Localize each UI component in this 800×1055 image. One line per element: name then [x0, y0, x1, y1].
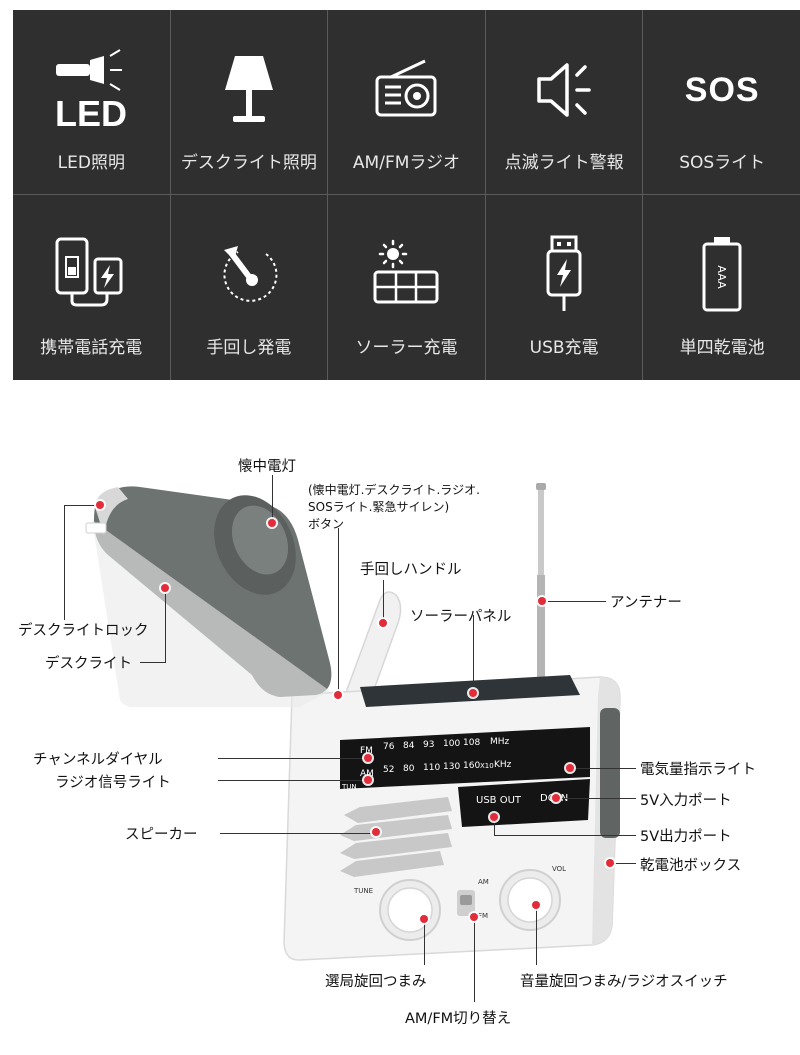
feature-led: LED LED照明 — [13, 10, 171, 195]
volume-knob-marker — [532, 901, 540, 909]
feature-label: 単四乾電池 — [679, 338, 765, 358]
dial-am-multiplier: X10 — [480, 762, 494, 770]
feature-label: 手回し発電 — [206, 338, 292, 358]
callout-button: (懐中電灯.デスクライト.ラジオ. SOSライト.緊急サイレン) ボタン — [308, 483, 480, 531]
dial-fm-tick: 108 — [463, 738, 481, 748]
feature-panel: LED LED照明 デスクライト照明 — [13, 10, 800, 380]
radio-body — [283, 675, 621, 961]
dial-fm-unit: MHz — [490, 737, 510, 747]
dc-input-marker — [552, 794, 560, 802]
radio-product-illustration — [85, 483, 621, 961]
callout-channel-dial: チャンネルダイヤル — [33, 752, 163, 768]
switch-fm-label: FM — [478, 912, 489, 920]
dial-am-tick: 160 — [463, 761, 481, 771]
dial-am-tick: 130 — [443, 762, 461, 772]
product-diagram: FM AM 76 84 93 100 108 MHz 52 80 110 130… — [0, 395, 800, 1055]
solar-marker — [469, 689, 477, 697]
band-switch-marker — [470, 913, 478, 921]
aaa-label: AAA — [715, 265, 728, 289]
hand-crank — [343, 591, 402, 696]
dial-fm-tick: 84 — [403, 741, 415, 751]
battery-aaa-icon: AAA — [702, 237, 742, 312]
antenna — [536, 483, 546, 680]
feature-sos: SOS SOSライト — [643, 10, 800, 195]
feature-label: USB充電 — [529, 338, 599, 358]
vol-label: VOL — [552, 865, 567, 873]
feature-desk-lamp: デスクライト照明 — [170, 10, 329, 195]
callout-flashlight: 懐中電灯 — [238, 459, 296, 475]
callout-battery-box: 乾電池ボックス — [640, 858, 742, 874]
feature-battery: AAA 単四乾電池 — [643, 195, 800, 380]
tuning-knob-marker — [420, 915, 428, 923]
feature-usb: USB充電 — [486, 195, 644, 380]
feature-label: LED照明 — [57, 153, 125, 173]
desk-lamp-icon — [224, 56, 273, 122]
feature-label: AM/FMラジオ — [352, 153, 461, 173]
desk-lock-marker — [96, 501, 104, 509]
feature-solar: ソーラー充電 — [328, 195, 486, 380]
feature-label: ソーラー充電 — [355, 338, 458, 358]
desk-light-marker — [161, 584, 169, 592]
callout-battery-indicator: 電気量指示ライト — [640, 762, 756, 778]
flashlight-icon: LED — [55, 49, 127, 134]
phone-charging-icon — [55, 237, 123, 307]
dial-fm-tick: 76 — [383, 742, 395, 752]
tune-label: TUNE — [354, 887, 374, 895]
button-marker — [334, 691, 342, 699]
battery-indicator-marker — [566, 764, 574, 772]
feature-phone-charge: 携帯電話充電 — [13, 195, 171, 380]
feature-label: 点滅ライト警報 — [504, 153, 624, 173]
callout-signal-light: ラジオ信号ライト — [55, 775, 171, 791]
usb-out-label: USB OUT — [476, 795, 522, 806]
solar-panel-icon — [373, 239, 439, 304]
dial-fm-tick: 93 — [423, 740, 435, 750]
callout-volume-knob: 音量旋回つまみ/ラジオスイッチ — [520, 974, 728, 990]
callout-tuning-knob: 選局旋回つまみ — [325, 974, 427, 990]
feature-hand-crank: 手回し発電 — [171, 195, 329, 380]
feature-alarm: 点滅ライト警報 — [485, 10, 644, 195]
callout-band-switch: AM/FM切り替え — [405, 1011, 512, 1027]
dial-am-label: AM — [360, 769, 374, 779]
callout-solar: ソーラーパネル — [410, 609, 512, 625]
dial-fm-tick: 100 — [443, 739, 461, 749]
desk-lamp-head — [85, 486, 332, 707]
dial-am-tick: 52 — [383, 765, 395, 775]
switch-am-label: AM — [478, 878, 489, 886]
feature-label: デスクライト照明 — [180, 153, 317, 173]
dial-am-unit: KHz — [494, 760, 512, 770]
hand-crank-icon — [223, 246, 278, 302]
usb-output-marker — [490, 813, 498, 821]
crank-marker — [379, 619, 387, 627]
dial-am-tick: 80 — [403, 764, 415, 774]
feature-label: 携帯電話充電 — [40, 338, 143, 358]
channel-dial-marker — [364, 754, 372, 762]
usb-cable-icon — [546, 235, 582, 311]
feature-radio: AM/FMラジオ — [328, 10, 486, 195]
callout-crank: 手回しハンドル — [360, 562, 462, 578]
sos-icon: SOS — [684, 70, 760, 109]
speaker-alarm-icon — [537, 63, 591, 117]
callout-antenna: アンテナー — [610, 595, 682, 611]
led-icon-text: LED — [55, 93, 127, 134]
flashlight-marker — [268, 519, 276, 527]
dial-am-tick: 110 — [423, 763, 441, 773]
tune-indicator-label: TUN — [342, 783, 357, 791]
callout-dc-input: 5V入力ポート — [640, 793, 732, 809]
callout-desk-lock: デスクライトロック — [18, 623, 149, 639]
battery-box-marker — [606, 859, 614, 867]
signal-light-marker — [364, 776, 372, 784]
antenna-marker — [538, 597, 546, 605]
dial-fm-label: FM — [360, 746, 373, 756]
speaker-marker — [372, 828, 380, 836]
radio-icon — [375, 59, 437, 117]
callout-speaker: スピーカー — [125, 827, 198, 843]
feature-label: SOSライト — [679, 153, 766, 173]
callout-usb-output: 5V出力ポート — [640, 829, 732, 845]
callout-desk-light: デスクライト — [45, 656, 132, 672]
